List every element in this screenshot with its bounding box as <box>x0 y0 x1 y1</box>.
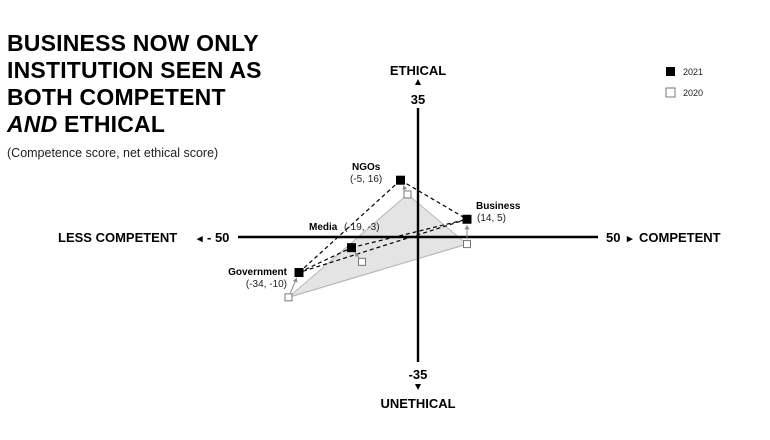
connector-layer <box>289 179 470 293</box>
point-label-media: Media <box>309 222 338 233</box>
triangle-2020-median <box>288 243 468 298</box>
point-2021-ngos <box>396 175 405 185</box>
chart-subtitle: (Competence score, net ethical score) <box>7 146 219 160</box>
axis-arrow-bottom <box>415 384 421 390</box>
point-value-media: (-19, -3) <box>344 222 380 233</box>
point-2020-business <box>463 240 471 249</box>
legend-label-2020: 2020 <box>683 88 703 98</box>
shift-arrow-head <box>355 252 360 258</box>
point-value-business: (14, 5) <box>477 213 506 224</box>
title-last-rest: ETHICAL <box>57 111 166 137</box>
title-line: INSTITUTION SEEN AS <box>7 57 262 83</box>
axis-arrow-top <box>415 79 421 85</box>
title-italic-word: AND <box>7 111 58 137</box>
legend-swatch-2021 <box>666 67 675 76</box>
title-line: BUSINESS NOW ONLY <box>7 30 259 56</box>
axes-layer: LESS COMPETENT ◂ - 50 50 ▸ COMPETENT ETHICAL 35… <box>58 63 721 411</box>
connector-2021 <box>298 218 468 274</box>
point-2021-government <box>294 268 304 277</box>
point-label-business: Business <box>476 201 521 212</box>
title-line-last: AND ETHICAL <box>7 111 307 138</box>
axis-label-bottom: UNETHICAL <box>380 396 455 411</box>
axis-value-left: - 50 <box>207 230 229 245</box>
triangle-2020 <box>288 193 469 298</box>
labels-layer: NGOs(-5, 16) Business(14, 5) Media (-19, -3… <box>228 162 521 290</box>
axis-arrow-left: ◂ <box>196 233 203 245</box>
chart-title: BUSINESS NOW ONLY INSTITUTION SEEN AS BO… <box>7 30 307 138</box>
point-value-ngos: (-5, 16) <box>350 174 382 185</box>
legend: 2021 2020 <box>665 67 703 98</box>
legend-label-2021: 2021 <box>683 67 703 77</box>
axis-label-left: LESS COMPETENT <box>58 230 177 245</box>
point-label-government: Government <box>228 267 288 278</box>
point-2021-business <box>462 214 472 224</box>
point-label-ngos: NGOs <box>352 162 381 173</box>
axis-value-right: 50 <box>606 230 620 245</box>
axis-value-top: 35 <box>411 92 425 107</box>
axis-value-bottom: -35 <box>409 367 428 382</box>
connector-2021 <box>400 179 468 220</box>
point-2020-media <box>358 257 366 266</box>
legend-swatch-2020 <box>665 87 676 98</box>
title-line: BOTH COMPETENT <box>7 84 226 110</box>
axis-label-top: ETHICAL <box>390 63 446 78</box>
point-2020-ngos <box>403 190 412 199</box>
connector-2021 <box>298 247 352 274</box>
point-value-government: (-34, -10) <box>246 279 287 290</box>
axis-label-right: COMPETENT <box>639 230 721 245</box>
connector-2021 <box>351 218 468 249</box>
points-layer <box>284 175 472 302</box>
shift-arrow-head <box>402 185 408 191</box>
shift-arrow-head <box>292 278 298 283</box>
point-2020-government <box>284 293 293 302</box>
triangle-2020-layer <box>288 193 469 298</box>
axis-arrow-right: ▸ <box>626 233 633 245</box>
connector-2021 <box>298 179 401 273</box>
point-2021-media <box>347 243 356 253</box>
shift-arrow-head <box>464 225 470 230</box>
